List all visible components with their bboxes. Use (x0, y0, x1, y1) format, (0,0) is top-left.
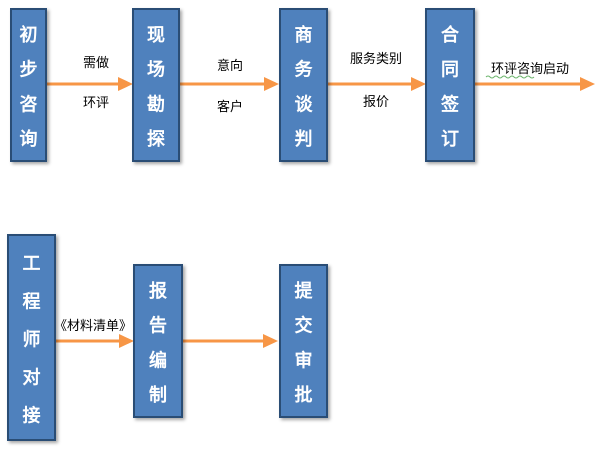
node-label-char: 询 (20, 128, 38, 150)
edge-site-survey-to-negotiation: 意向 客户 (179, 58, 279, 115)
node-label-char: 制 (149, 385, 167, 406)
node-label-char: 报 (149, 280, 167, 302)
arrow-head (263, 334, 278, 348)
node-submit-review: 提交审批 (279, 264, 328, 418)
node-box (279, 8, 328, 162)
node-label: 报告编制 (149, 280, 167, 406)
node-initial-consult: 初步咨询 (10, 8, 47, 162)
node-label-char: 程 (23, 292, 41, 313)
edge-label: 环评 (83, 96, 109, 111)
node-label-char: 商 (295, 24, 313, 46)
node-label-char: 谈 (295, 93, 314, 115)
node-label-char: 工 (23, 254, 41, 275)
node-engineer-handover: 工程师对接 (7, 234, 56, 441)
node-box (10, 8, 47, 162)
edge-label: 客户 (217, 99, 243, 115)
node-label-char: 编 (149, 349, 167, 371)
edge-label: 报价 (363, 95, 389, 110)
node-site-survey: 现场勘探 (132, 8, 180, 162)
node-label-char: 提 (295, 280, 314, 302)
edge-label: 服务类别 (350, 51, 402, 67)
node-box (132, 8, 180, 162)
node-label-char: 交 (295, 315, 313, 337)
arrow-head (264, 77, 279, 91)
node-label-char: 合 (441, 24, 460, 46)
node-label: 商务谈判 (295, 24, 314, 150)
spellcheck-squiggle (485, 75, 535, 79)
node-contract: 合同签订 (425, 8, 475, 162)
arrow-head (411, 77, 426, 91)
node-label-char: 订 (441, 129, 459, 150)
node-negotiation: 商务谈判 (279, 8, 328, 162)
edge-label: 环评咨询启动 (491, 62, 569, 77)
node-label-char: 场 (147, 60, 165, 81)
node-label-char: 告 (149, 315, 167, 337)
edge-contract-to-start: 环评咨询启动 (474, 62, 595, 91)
edge-label: 《材料清单》 (54, 319, 132, 334)
node-label-char: 判 (295, 129, 313, 150)
node-label: 合同签订 (440, 24, 460, 150)
node-box (425, 8, 475, 162)
node-label-char: 咨 (20, 93, 38, 115)
node-box (279, 264, 328, 418)
node-label-char: 务 (295, 59, 314, 81)
node-label-char: 签 (440, 93, 460, 115)
edge-initial-consult-to-site-survey: 需做 环评 (46, 56, 133, 111)
edge-label: 意向 (217, 58, 243, 74)
node-label-char: 现 (147, 25, 165, 46)
node-box (133, 264, 183, 418)
node-label: 现场勘探 (147, 25, 166, 150)
arrow-head (580, 77, 595, 91)
edge-label: 需做 (83, 56, 109, 71)
node-box (7, 234, 56, 441)
arrow-head (118, 77, 133, 91)
edge-engineer-handover-to-report-writing: 《材料清单》 (54, 319, 134, 348)
node-report-writing: 报告编制 (133, 264, 183, 418)
node-label-char: 初 (20, 24, 38, 46)
node-label-char: 审 (295, 349, 313, 371)
node-label-char: 接 (23, 404, 41, 426)
node-label-char: 勘 (147, 93, 165, 115)
node-label-char: 对 (23, 367, 41, 389)
edge-report-writing-to-submit-review (182, 334, 278, 348)
node-label-char: 师 (23, 329, 41, 351)
node-label-char: 同 (441, 60, 459, 81)
node-label: 提交审批 (295, 280, 314, 406)
node-label: 工程师对接 (23, 254, 41, 427)
node-label-char: 探 (147, 128, 166, 150)
arrow-head (119, 334, 134, 348)
node-label: 初步咨询 (20, 24, 38, 150)
node-label-char: 步 (20, 59, 38, 81)
node-label-char: 批 (295, 384, 313, 406)
edge-negotiation-to-contract: 服务类别 报价 (327, 51, 426, 110)
